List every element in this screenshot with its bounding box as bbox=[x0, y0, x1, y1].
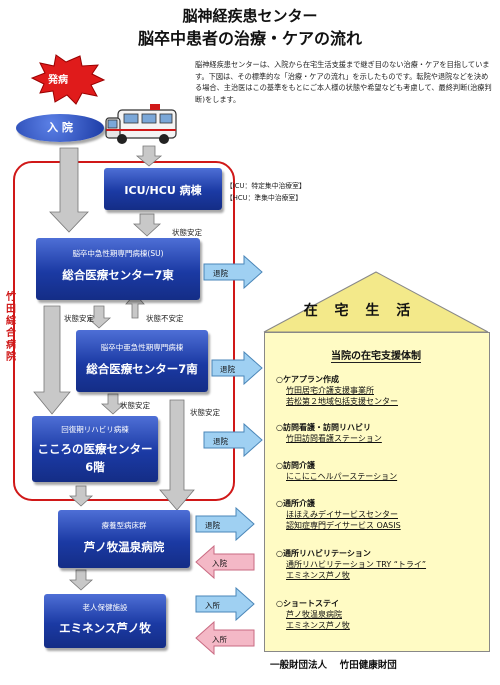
service-head: ○訪問介護 bbox=[276, 461, 315, 470]
service-visit-care: ○訪問介護 にこにこヘルパーステーション bbox=[276, 460, 397, 482]
state-stable-3: 状態安定 bbox=[120, 401, 150, 410]
arrow-care-elderly bbox=[68, 569, 94, 591]
discharge-su-label: 退院 bbox=[213, 269, 228, 278]
care-ward-big: 芦ノ牧温泉病院 bbox=[83, 540, 165, 554]
admit-care-label: 入院 bbox=[212, 559, 227, 568]
care-ward-small: 療養型病床群 bbox=[101, 521, 147, 530]
arrow-discharge-rehab bbox=[203, 422, 263, 458]
service-item: 芦ノ牧温泉病院 bbox=[286, 610, 342, 619]
hospital-bracket bbox=[13, 161, 235, 501]
ambulance-icon bbox=[105, 104, 177, 144]
rehab-big1: こころの医療センター bbox=[37, 442, 153, 456]
service-day-rehab: ○通所リハビリテーション 通所リハビリテーション TRY “トライ” エミネンス… bbox=[276, 548, 426, 581]
admission-label: 入 院 bbox=[47, 121, 73, 134]
care-ward-box: 療養型病床群 芦ノ牧温泉病院 bbox=[58, 510, 190, 568]
title-line1: 脳神経疾患センター bbox=[182, 7, 318, 25]
icu-label: ICU/HCU 病棟 bbox=[124, 184, 202, 197]
state-stable-2: 状態安定 bbox=[64, 314, 94, 323]
discharge-subacute-label: 退院 bbox=[220, 365, 235, 374]
arrow-discharge-care bbox=[195, 506, 255, 542]
arrow-admit-elderly bbox=[195, 586, 255, 622]
home-subtitle: 当院の在宅支援体制 bbox=[264, 347, 488, 363]
admission-oval: 入 院 bbox=[16, 114, 104, 142]
discharge-rehab-label: 退院 bbox=[213, 437, 228, 446]
state-stable-1: 状態安定 bbox=[172, 228, 202, 237]
home-subtitle-text: 当院の在宅支援体制 bbox=[331, 351, 421, 363]
arrow-discharge-su bbox=[203, 254, 263, 290]
service-day-care: ○通所介護 ほほえみデイサービスセンター 認知症専門デイサービス OASIS bbox=[276, 498, 401, 531]
service-short-stay: ○ショートステイ 芦ノ牧温泉病院 エミネンス芦ノ牧 bbox=[276, 598, 350, 631]
service-item: 竹田居宅介護支援事業所 bbox=[286, 386, 374, 395]
rehab-box: 回復期リハビリ病棟 こころの医療センター 6階 bbox=[32, 416, 158, 482]
arrow-su-subacute bbox=[86, 305, 112, 329]
service-head: ○ショートステイ bbox=[276, 599, 339, 608]
hospital-label: 竹田綜合病院 bbox=[6, 292, 16, 363]
service-head: ○通所介護 bbox=[276, 499, 315, 508]
su-box: 脳卒中急性期専門病棟(SU) 総合医療センター7東 bbox=[36, 238, 200, 300]
home-panel bbox=[264, 332, 490, 652]
arrow-to-care-long bbox=[159, 399, 195, 511]
onset-label: 発病 bbox=[48, 75, 68, 86]
subacute-big: 総合医療センター7南 bbox=[86, 362, 198, 376]
subacute-box: 脳卒中亜急性期専門病棟 総合医療センター7南 bbox=[76, 330, 208, 392]
hcu-note: 【HCU：準集中治療室】 bbox=[226, 194, 303, 202]
title-line2: 脳卒中患者の治療・ケアの流れ bbox=[137, 29, 362, 48]
arrow-admit-icu bbox=[135, 145, 163, 167]
service-item: にこにこヘルパーステーション bbox=[286, 472, 398, 481]
service-item: 認知症専門デイサービス OASIS bbox=[286, 521, 401, 530]
discharge-care-label: 退院 bbox=[205, 521, 220, 530]
home-title: 在 宅 生 活 bbox=[303, 303, 417, 319]
rehab-small: 回復期リハビリ病棟 bbox=[61, 425, 129, 434]
subacute-small: 脳卒中亜急性期専門病棟 bbox=[100, 343, 184, 352]
state-unstable: 状態不安定 bbox=[146, 314, 184, 323]
arrow-subacute-rehab bbox=[100, 393, 126, 415]
state-stable-4: 状態安定 bbox=[190, 408, 220, 417]
service-item: ほほえみデイサービスセンター bbox=[286, 510, 398, 519]
service-item: エミネンス芦ノ牧 bbox=[286, 621, 350, 630]
service-head: ○訪問看護・訪問リハビリ bbox=[276, 423, 371, 432]
elderly-box: 老人保健施設 エミネンス芦ノ牧 bbox=[44, 594, 166, 648]
onset-burst bbox=[30, 54, 106, 105]
admit-elderly-label-2: 入所 bbox=[212, 635, 227, 644]
icu-hcu-box: ICU/HCU 病棟 bbox=[104, 168, 222, 210]
arrow-su-rehab bbox=[33, 305, 71, 415]
service-item: 竹田訪問看護ステーション bbox=[286, 434, 382, 443]
elderly-big: エミネンス芦ノ牧 bbox=[59, 621, 151, 635]
arrow-icu-su bbox=[132, 213, 162, 237]
arrow-admit-su bbox=[49, 147, 89, 233]
service-item: 通所リハビリテーション TRY “トライ” bbox=[286, 560, 427, 569]
service-head: ○ケアプラン作成 bbox=[276, 375, 339, 384]
elderly-small: 老人保健施設 bbox=[82, 603, 128, 612]
footer-org: 一般財団法人 竹田健康財団 bbox=[270, 660, 397, 671]
admit-elderly-label: 入所 bbox=[205, 601, 220, 610]
su-big: 総合医療センター7東 bbox=[62, 268, 174, 282]
arrow-discharge-subacute bbox=[211, 350, 263, 386]
service-careplan: ○ケアプラン作成 竹田居宅介護支援事業所 若松第２地域包括支援センター bbox=[276, 374, 398, 407]
arrow-admit-elderly-pink bbox=[195, 620, 255, 656]
service-item: 若松第２地域包括支援センター bbox=[286, 397, 398, 406]
service-item: エミネンス芦ノ牧 bbox=[286, 571, 350, 580]
su-small: 脳卒中急性期専門病棟(SU) bbox=[72, 249, 164, 258]
rehab-big2: 6階 bbox=[85, 460, 105, 474]
service-head: ○通所リハビリテーション bbox=[276, 549, 371, 558]
icu-note: 【ICU：特定集中治療室】 bbox=[226, 182, 306, 190]
intro-text: 脳神経疾患センターは、入院から在宅生活支援まで継ぎ目のない治療・ケアを目指してい… bbox=[195, 60, 492, 104]
service-visit-nursing: ○訪問看護・訪問リハビリ 竹田訪問看護ステーション bbox=[276, 422, 382, 444]
arrow-rehab-care bbox=[68, 485, 94, 507]
arrow-admit-care bbox=[195, 544, 255, 580]
